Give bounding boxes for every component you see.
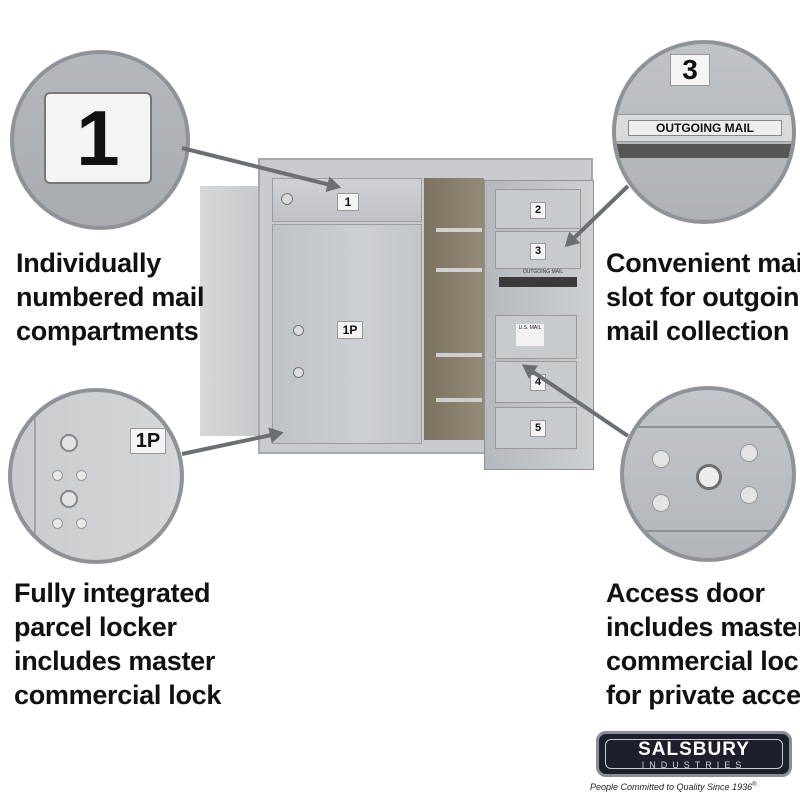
zoom-slot-opening [616,144,792,158]
door-label-1p: 1P [337,321,363,339]
door-label-2: 2 [530,202,546,219]
access-door-open: 2 3 OUTGOING MAIL U.S. MAIL 4 5 [484,180,594,470]
parcel-locker-door: 1P [272,224,422,444]
caption-line: numbered mail [16,282,205,312]
caption-line: commercial lock [606,646,800,676]
rivet [52,518,63,529]
caption-parcel-locker: Fully integrated parcel locker includes … [14,576,221,712]
parcel-lock-icon [293,325,304,336]
caption-line: includes master [14,646,216,676]
rivet [652,450,670,468]
rivet [52,470,63,481]
salsbury-logo: SALSBURY INDUSTRIES [596,731,792,777]
tagline-text: People Committed to Quality Since 1936 [590,782,753,792]
parcel-lock-icon [293,367,304,378]
caption-line: mail collection [606,316,790,346]
caption-line: commercial lock [14,680,222,710]
zoom-door-number: 3 [670,54,710,86]
zoom-circle-access-door [620,386,796,562]
door-label-5: 5 [530,420,546,437]
rivet [740,486,758,504]
mailbox-unit: 1 1P 2 3 OUTGOING MAIL U.S. MAIL 4 5 [200,158,595,470]
zoom-door-edge [624,426,792,428]
logo-name: SALSBURY [638,739,750,760]
door-label-3: 3 [530,243,546,260]
shelf [436,398,482,402]
caption-line: parcel locker [14,612,177,642]
zoom-outgoing-label: OUTGOING MAIL [628,120,782,136]
caption-line: slot for outgoing [606,282,800,312]
caption-line: for private access [606,680,800,710]
caption-line: includes master [606,612,800,642]
caption-mail-slot: Convenient mail slot for outgoing mail c… [606,246,800,348]
zoom-number-tag: 1 [44,92,152,184]
parcel-lock-icon [60,490,78,508]
open-compartment-interior [424,178,484,440]
logo-sub: INDUSTRIES [641,760,747,770]
compartment-door-notice: U.S. MAIL [495,315,577,359]
caption-line: Fully integrated [14,578,211,608]
zoom-door-bottom-edge [624,530,792,532]
logo-inner-frame [605,739,783,769]
outgoing-mail-slot-label: OUTGOING MAIL [522,269,564,275]
zoom-slot-plate: OUTGOING MAIL [616,114,792,142]
caption-line: compartments [16,316,199,346]
caption-access-door: Access door includes master commercial l… [606,576,800,712]
rivet [76,470,87,481]
zoom-circle-compartment-number: 1 [10,50,190,230]
rivet [76,518,87,529]
rivet [652,494,670,512]
compartment-door-2: 2 [495,189,581,229]
shelf [436,353,482,357]
rivet [740,444,758,462]
master-lock-icon [696,464,722,490]
notice-placard: U.S. MAIL [516,324,544,346]
compartment-door-5: 5 [495,407,577,449]
shelf [436,268,482,272]
outgoing-mail-slot [499,277,577,287]
parcel-lock-icon [60,434,78,452]
zoom-parcel-tag: 1P [130,428,166,454]
caption-compartments: Individually numbered mail compartments [16,246,204,348]
caption-line: Individually [16,248,161,278]
lock-icon [281,193,293,205]
caption-line: Convenient mail [606,248,800,278]
zoom-circle-mail-slot: 3 OUTGOING MAIL [612,40,796,224]
registered-mark: ® [752,782,757,788]
caption-line: Access door [606,578,765,608]
compartment-door-1: 1 [272,178,422,222]
zoom-divider [34,392,36,560]
brand-tagline: People Committed to Quality Since 1936® [590,782,798,792]
zoom-circle-parcel-locker: 1P [8,388,184,564]
door-label-1: 1 [337,193,359,211]
shelf [436,228,482,232]
